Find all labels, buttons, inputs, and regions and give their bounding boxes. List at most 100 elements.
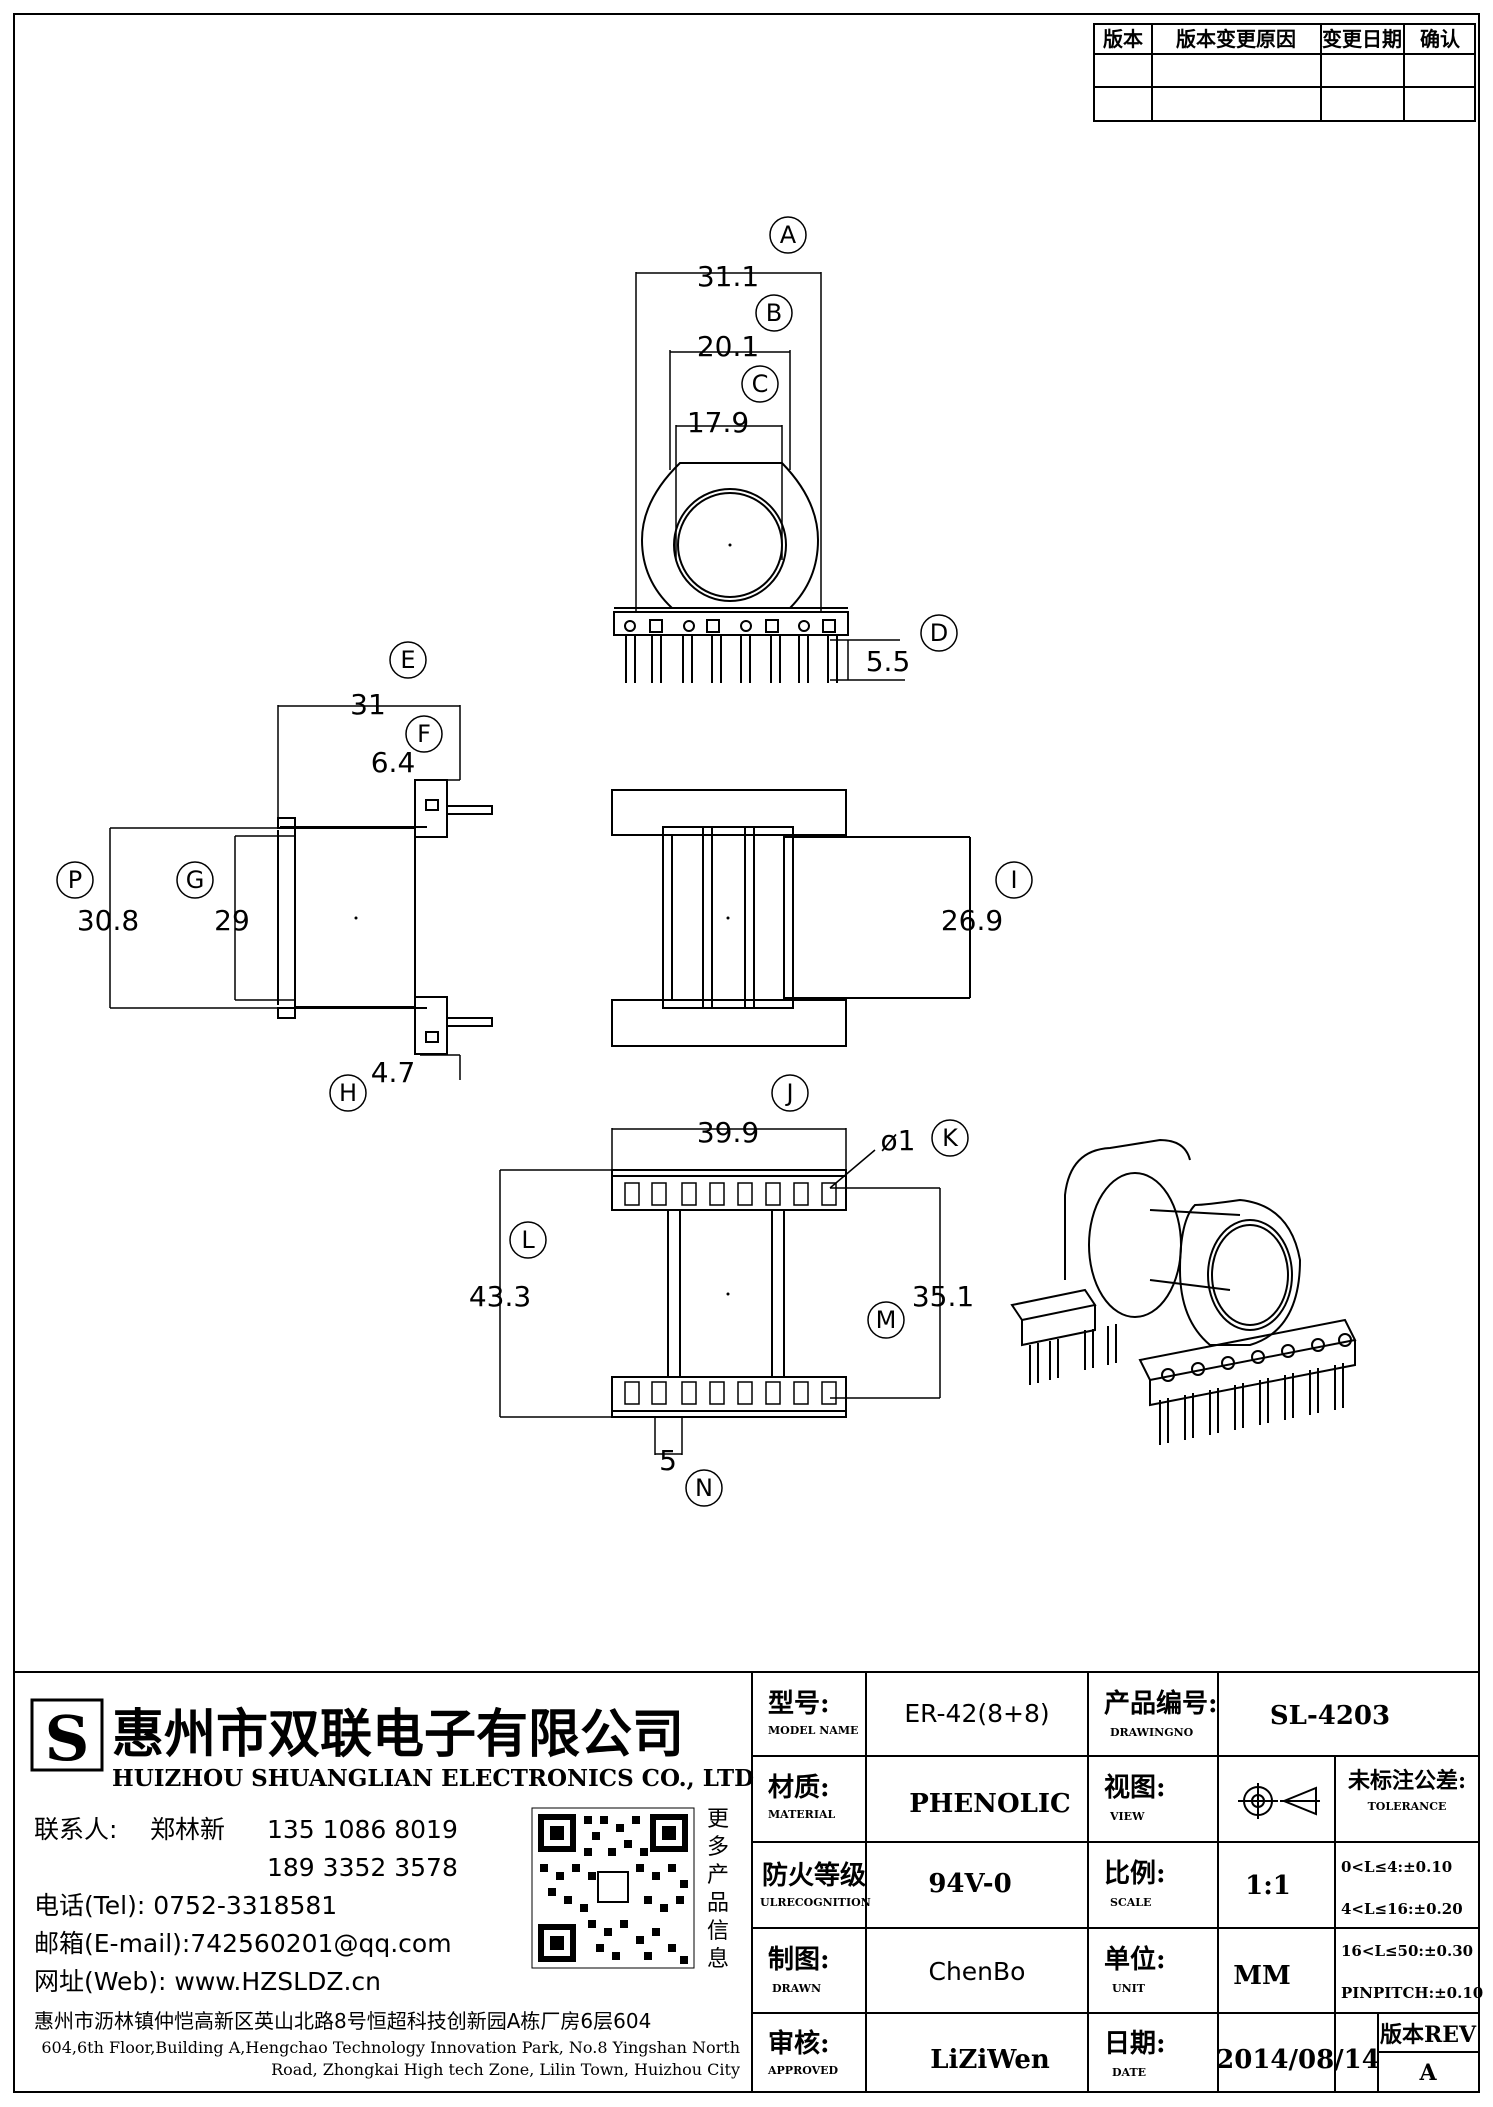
contact-email: 邮箱(E-mail):742560201@qq.com xyxy=(34,1929,452,1958)
callout-E: E xyxy=(400,646,415,674)
approved-label: 审核: xyxy=(768,2028,830,2059)
unit-value: MM xyxy=(1233,1961,1291,1991)
isometric-pins xyxy=(1029,1324,1352,1445)
front-view-pins xyxy=(624,619,838,683)
callout-L: L xyxy=(521,1226,535,1254)
callout-H: H xyxy=(339,1079,357,1107)
tolerance-line-2: 4<L≤16:±0.20 xyxy=(1341,1900,1463,1918)
contact-name: 郑林新 xyxy=(150,1815,225,1844)
front-view-center xyxy=(728,543,732,547)
bottom-view-pins xyxy=(624,1182,837,1405)
top-view-center xyxy=(726,916,730,920)
rev-header-version: 版本 xyxy=(1103,27,1143,51)
model-label: 型号: xyxy=(768,1689,830,1719)
side-view xyxy=(277,779,493,1055)
qr-side-1: 更 xyxy=(707,1807,729,1832)
callout-C: C xyxy=(752,370,769,398)
drawingno-label-en: DRAWINGNO xyxy=(1110,1726,1194,1739)
qr-side-2: 多 xyxy=(707,1835,729,1860)
callout-B: B xyxy=(766,299,782,327)
callout-M: M xyxy=(876,1306,897,1334)
contact-label: 联系人: xyxy=(34,1815,117,1844)
scale-value: 1:1 xyxy=(1245,1871,1291,1901)
contact-web: 网址(Web): www.HZSLDZ.cn xyxy=(34,1967,381,1996)
callout-I: I xyxy=(1010,866,1017,894)
title-block-frame xyxy=(14,1671,1479,2092)
qr-side-5: 信 xyxy=(707,1919,729,1944)
dim-E-value: 31 xyxy=(350,688,386,721)
company-name-en: HUIZHOU SHUANGLIAN ELECTRONICS CO., LTD xyxy=(112,1765,754,1792)
bottom-view xyxy=(611,1169,847,1418)
contact-tel: 电话(Tel): 0752-3318581 xyxy=(34,1891,337,1920)
tolerance-line-3: 16<L≤50:±0.30 xyxy=(1341,1942,1473,1960)
company-address-cn: 惠州市沥林镇仲恺高新区英山北路8号恒超科技创新园A栋厂房6层604 xyxy=(34,2009,651,2033)
date-value: 2014/08/14 xyxy=(1216,2045,1380,2075)
drawn-value: ChenBo xyxy=(929,1957,1026,1986)
date-label: 日期: xyxy=(1104,2029,1166,2059)
dim-K-value: ø1 xyxy=(881,1124,916,1157)
contact-phone-1: 135 1086 8019 xyxy=(267,1815,458,1844)
dim-N-value: 5 xyxy=(659,1444,677,1477)
qr-code xyxy=(531,1807,695,1969)
qr-side-4: 品 xyxy=(707,1891,729,1916)
qr-side-3: 产 xyxy=(707,1863,729,1888)
scale-label: 比例: xyxy=(1104,1859,1166,1889)
drawingno-label: 产品编号: xyxy=(1104,1688,1218,1719)
drawingno-value: SL-4203 xyxy=(1270,1701,1390,1731)
callout-A: A xyxy=(780,221,797,249)
side-view-center xyxy=(354,916,358,920)
dim-M-value: 35.1 xyxy=(912,1280,974,1313)
callout-balloons xyxy=(56,216,1033,1507)
dim-G-value: 29 xyxy=(214,904,250,937)
approved-label-en: APPROVED xyxy=(767,2064,839,2077)
dim-B-value: 20.1 xyxy=(697,330,759,363)
callout-D: D xyxy=(930,619,948,647)
bottom-view-dimensions xyxy=(499,1128,941,1455)
rev-header-date: 变更日期 xyxy=(1322,27,1402,51)
callout-N: N xyxy=(695,1474,713,1502)
tolerance-label-en: TOLERANCE xyxy=(1368,1800,1447,1813)
dim-D-value: 5.5 xyxy=(866,645,911,678)
callout-K: K xyxy=(942,1124,959,1152)
side-view-dimensions xyxy=(109,705,461,1080)
top-view xyxy=(611,789,971,1047)
rev-label: 版本REV xyxy=(1380,2022,1477,2048)
callout-J: J xyxy=(784,1079,793,1107)
dim-C-value: 17.9 xyxy=(687,406,749,439)
company-address-en-2: Road, Zhongkai High tech Zone, Lilin Tow… xyxy=(271,2060,740,2079)
dim-F-value: 6.4 xyxy=(371,746,416,779)
dim-A-value: 31.1 xyxy=(697,260,759,293)
contact-phone-2: 189 3352 3578 xyxy=(267,1853,458,1882)
callout-F: F xyxy=(417,720,431,748)
qr-side-6: 息 xyxy=(707,1947,729,1972)
tolerance-line-1: 0<L≤4:±0.10 xyxy=(1341,1858,1452,1876)
callout-P: P xyxy=(68,866,82,894)
front-view xyxy=(613,462,849,636)
tolerance-label: 未标注公差: xyxy=(1348,1768,1466,1794)
svg-text:S: S xyxy=(45,1702,90,1775)
view-label: 视图: xyxy=(1104,1773,1166,1803)
fire-label-en: ULRECOGNITION xyxy=(760,1896,871,1909)
dim-P-value: 30.8 xyxy=(77,904,139,937)
isometric-view xyxy=(1010,1138,1357,1407)
bottom-view-center xyxy=(726,1292,730,1296)
sheet-border xyxy=(13,13,1480,2093)
dim-H-value: 4.7 xyxy=(371,1056,416,1089)
model-value: ER-42(8+8) xyxy=(904,1699,1049,1728)
fire-label: 防火等级 xyxy=(762,1860,866,1891)
material-value: PHENOLIC xyxy=(909,1789,1070,1819)
material-label: 材质: xyxy=(768,1773,830,1803)
projection-symbol-icon xyxy=(1238,1783,1320,1819)
dim-I-value: 26.9 xyxy=(941,904,1003,937)
drawn-label-en: DRAWN xyxy=(772,1982,821,1995)
tolerance-line-4: PINPITCH:±0.10 xyxy=(1341,1984,1483,2002)
company-address-en-1: 604,6th Floor,Building A,Hengchao Techno… xyxy=(41,2038,740,2057)
dim-L-value: 43.3 xyxy=(469,1280,531,1313)
approved-value: LiZiWen xyxy=(930,2045,1050,2075)
date-label-en: DATE xyxy=(1112,2066,1146,2079)
revision-table xyxy=(1093,23,1476,122)
callout-G: G xyxy=(186,866,205,894)
company-logo: S xyxy=(30,1698,104,1775)
front-view-dimensions xyxy=(635,272,905,681)
